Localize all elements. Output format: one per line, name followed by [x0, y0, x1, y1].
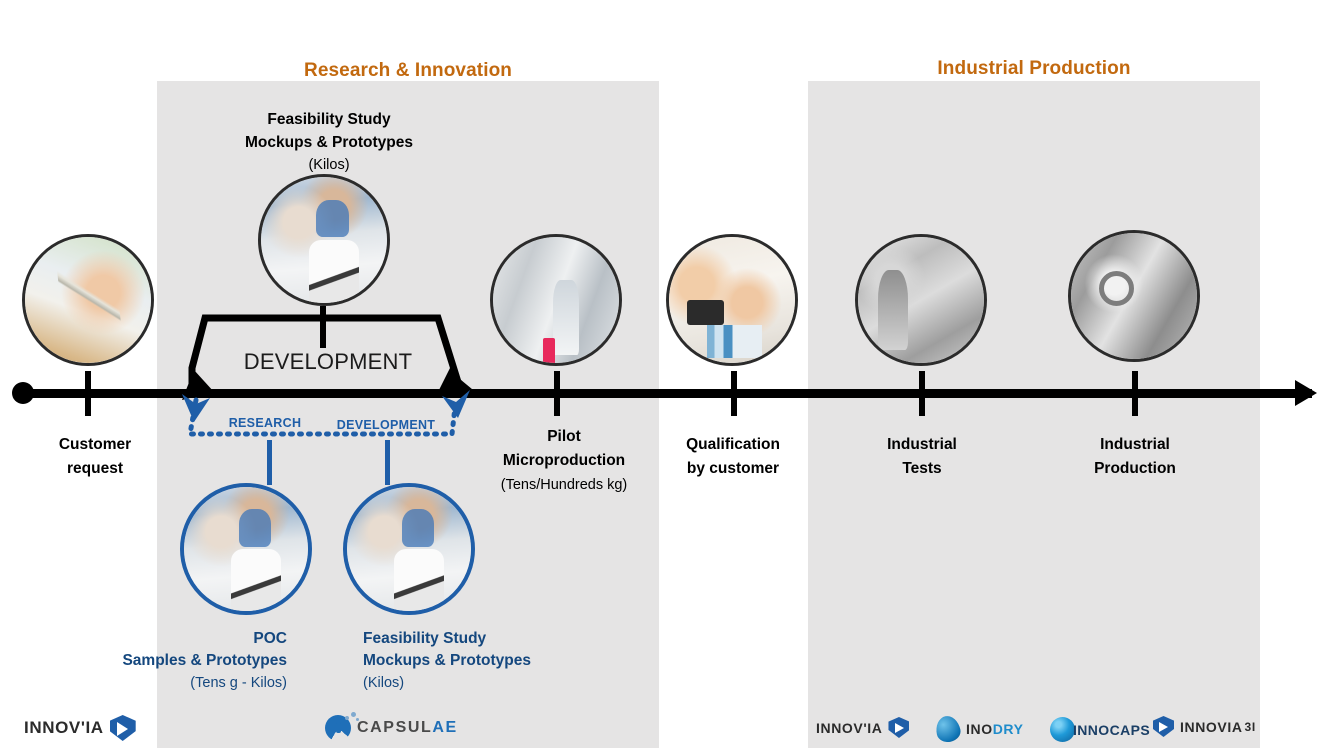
headline-line2: Mockups & Prototypes	[245, 134, 413, 151]
photo-image	[184, 487, 308, 611]
capsulae-icon	[325, 712, 359, 741]
caption-line2: Mockups & Prototypes	[363, 652, 531, 669]
logo-inodry-main: INO	[966, 721, 993, 737]
label-line1: Industrial	[887, 436, 957, 453]
logo-innovia31-suffix: 3I	[1244, 719, 1256, 734]
label-line2: request	[67, 460, 123, 477]
logo-capsulae-main: CAPSUL	[357, 719, 433, 736]
timeline-tick-tests	[919, 371, 925, 416]
blue-tick-research	[267, 440, 272, 485]
logo-inodry: INODRY	[931, 716, 1024, 742]
blue-label-development: DEVELOPMENT	[336, 418, 436, 432]
label-line1: Qualification	[686, 436, 780, 453]
logo-inodry-text: INODRY	[966, 721, 1024, 737]
label-pilot-microproduction: Pilot Microproduction (Tens/Hundreds kg)	[478, 425, 650, 497]
label-line2: Tests	[902, 460, 942, 477]
label-qualification: Qualification by customer	[660, 433, 806, 481]
timeline-tick-feasibility-top	[320, 306, 326, 348]
label-line1: Customer	[58, 436, 132, 453]
phase-panel-research	[157, 81, 659, 748]
logo-innovia-right: INNOV'IA	[816, 717, 910, 738]
logo-innovia-left: INNOV'IA	[24, 715, 136, 741]
blue-label-research: RESEARCH	[228, 416, 302, 430]
label-line1: Industrial	[1100, 436, 1170, 453]
photo-poc	[180, 483, 312, 615]
timeline-tick-pilot	[554, 371, 560, 416]
photo-customer-request	[22, 234, 154, 366]
label-industrial-tests: Industrial Tests	[849, 433, 995, 481]
photo-feasibility-bottom	[343, 483, 475, 615]
logo-innovia31-text: INNOVIA	[1180, 718, 1243, 735]
label-line1: Pilot	[547, 428, 581, 445]
logo-inodry-accent: DRY	[992, 721, 1024, 737]
phase-panel-industrial	[808, 81, 1260, 748]
sphere-icon	[1050, 717, 1075, 742]
timeline-tick-customer	[85, 371, 91, 416]
timeline-start-dot	[12, 382, 34, 404]
development-bracket	[182, 314, 473, 400]
logo-innocaps: INNOCAPS	[1050, 717, 1150, 742]
phase-title-industrial: Industrial Production	[937, 58, 1131, 79]
label-line2: Microproduction	[502, 452, 626, 469]
caption-sub: (Kilos)	[363, 675, 405, 691]
photo-image	[261, 177, 387, 303]
logo-capsulae-text: CAPSULAE	[357, 719, 458, 737]
timeline-tick-qualification	[731, 371, 737, 416]
caption-sub: (Tens g - Kilos)	[190, 675, 287, 691]
timeline-axis	[22, 389, 1312, 398]
headline-sub: (Kilos)	[308, 157, 350, 173]
timeline-tick-production	[1132, 371, 1138, 416]
photo-image	[347, 487, 471, 611]
caption-feasibility-bottom: Feasibility Study Mockups & Prototypes (…	[363, 628, 613, 694]
blue-subtrack	[182, 390, 470, 437]
photo-image	[858, 237, 984, 363]
headline-feasibility-top: Feasibility Study Mockups & Prototypes (…	[229, 108, 429, 177]
headline-line1: Feasibility Study	[267, 111, 391, 128]
photo-feasibility-top	[258, 174, 390, 306]
capsulae-dots-icon	[345, 712, 359, 724]
caption-line1: POC	[253, 630, 287, 647]
label-industrial-production: Industrial Production	[1059, 433, 1211, 481]
logo-innocaps-text: INNOCAPS	[1073, 721, 1151, 738]
logo-innovia31: INNOVIA 3I	[1153, 716, 1256, 737]
logo-capsulae-accent: AE	[432, 719, 458, 736]
photo-industrial-tests	[855, 234, 987, 366]
blue-tick-development	[385, 440, 390, 485]
photo-image	[669, 237, 795, 363]
timeline-arrow-icon	[1295, 380, 1317, 406]
caption-line2: Samples & Prototypes	[122, 652, 287, 669]
photo-industrial-production	[1068, 230, 1200, 362]
photo-qualification	[666, 234, 798, 366]
logo-capsulae: CAPSULAE	[325, 712, 458, 741]
caption-line1: Feasibility Study	[363, 630, 487, 647]
phase-title-research: Research & Innovation	[304, 60, 512, 81]
shield-icon	[888, 717, 910, 738]
shield-icon	[109, 715, 136, 741]
photo-pilot-microproduction	[490, 234, 622, 366]
droplet-icon	[931, 716, 960, 742]
photo-image	[25, 237, 151, 363]
logo-innovia-text: INNOV'IA	[24, 718, 104, 737]
label-customer-request: Customer request	[25, 433, 165, 481]
label-line2: by customer	[686, 460, 780, 477]
caption-poc: POC Samples & Prototypes (Tens g - Kilos…	[47, 628, 287, 694]
photo-image	[1071, 233, 1197, 359]
shield-icon	[1153, 716, 1174, 737]
logo-innovia-text: INNOV'IA	[816, 719, 883, 736]
label-line2: Production	[1094, 460, 1176, 477]
label-sub: (Tens/Hundreds kg)	[500, 477, 628, 493]
photo-image	[493, 237, 619, 363]
development-bracket-label: DEVELOPMENT	[243, 349, 413, 374]
